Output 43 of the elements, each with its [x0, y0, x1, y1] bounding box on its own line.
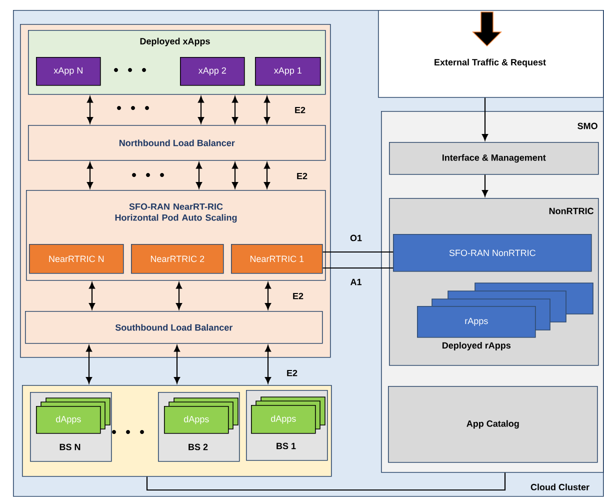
component-box: SFO-RAN NonRTRIC: [393, 234, 592, 272]
arrow: [196, 162, 202, 189]
app-box: xApp 1: [255, 57, 321, 86]
connector-line: [146, 472, 506, 491]
arrow: [176, 282, 182, 310]
interface-label: E2: [295, 106, 306, 114]
process-box: Southbound Load Balancer: [25, 311, 323, 344]
arrow: [264, 162, 270, 189]
instance-box: NearRTRIC 1: [231, 244, 323, 274]
app-card-stack: dApps: [36, 398, 110, 434]
arrow: [89, 282, 96, 310]
arrow: [232, 162, 238, 189]
input-box: External Traffic & Request: [378, 10, 604, 98]
arrow: [482, 174, 488, 197]
arrow: [265, 282, 272, 310]
interface-label: E2: [297, 172, 308, 180]
interface-label: E2: [293, 292, 304, 300]
edge-label: O1: [350, 234, 362, 242]
node-label: rApps: [465, 318, 488, 326]
arrow: [482, 98, 488, 141]
app-card-stack: rApps Deployed rApps: [417, 282, 594, 350]
arrow: [87, 162, 94, 189]
app-card-stack: dApps: [251, 396, 326, 434]
instance-box: NearRTRIC N: [29, 244, 124, 274]
interface-label: E2: [287, 370, 298, 376]
edge-label: A1: [350, 278, 362, 286]
app-card-stack: dApps: [164, 398, 238, 434]
process-box: Northbound Load Balancer: [28, 125, 326, 161]
connector-line: [322, 251, 393, 253]
arrow: [86, 345, 92, 384]
arrow: [264, 96, 270, 124]
catalog-box: App Catalog: [388, 386, 598, 463]
process-box: Interface & Management: [389, 142, 599, 175]
arrow: [232, 96, 238, 124]
app-box: xApp N: [36, 57, 101, 86]
arrow: [198, 96, 204, 124]
arrow: [87, 96, 94, 124]
arrow: [174, 345, 180, 384]
node-label: Deployed rApps: [442, 342, 511, 350]
app-box: xApp 2: [180, 57, 245, 86]
connector-line: [322, 267, 393, 269]
instance-box: NearRTRIC 2: [131, 244, 224, 274]
arrow: [265, 345, 272, 384]
